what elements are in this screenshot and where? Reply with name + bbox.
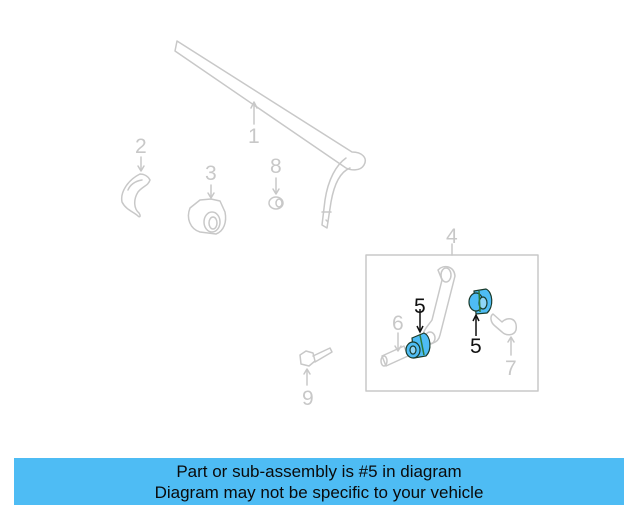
- info-banner: Part or sub-assembly is #5 in diagram Di…: [14, 458, 624, 505]
- callout-4[interactable]: 4: [446, 225, 458, 248]
- link-assembly-box: [365, 243, 539, 392]
- callout-6[interactable]: 6: [392, 312, 404, 335]
- bushing-icon: [187, 184, 227, 235]
- bolt-icon: [299, 347, 333, 386]
- bushing-5-upper-icon: [468, 288, 493, 336]
- callout-7[interactable]: 7: [505, 357, 517, 380]
- callout-8[interactable]: 8: [270, 155, 282, 178]
- callout-2[interactable]: 2: [135, 135, 147, 158]
- banner-part-note: Part or sub-assembly is #5 in diagram: [176, 461, 462, 481]
- nut-icon: [268, 177, 284, 210]
- diagram-artwork: [120, 40, 539, 392]
- callout-5-upper[interactable]: 5: [470, 335, 482, 358]
- bushing-5-lower-icon: [405, 309, 431, 359]
- callout-9[interactable]: 9: [302, 387, 314, 410]
- callout-3[interactable]: 3: [205, 162, 217, 185]
- callout-5-lower[interactable]: 5: [414, 295, 426, 318]
- banner-disclaimer: Diagram may not be specific to your vehi…: [154, 482, 484, 502]
- stabilizer-link-icon: [422, 265, 456, 345]
- parts-diagram: 1 2 3 8 4 5 5 6 7 9: [120, 40, 539, 410]
- bracket-icon: [120, 156, 151, 218]
- highlighted-bushings: [405, 288, 493, 359]
- stabilizer-bar-icon: [174, 40, 366, 229]
- ball-stud-icon: [490, 313, 517, 356]
- callout-1[interactable]: 1: [248, 125, 260, 148]
- sleeve-icon: [380, 332, 409, 367]
